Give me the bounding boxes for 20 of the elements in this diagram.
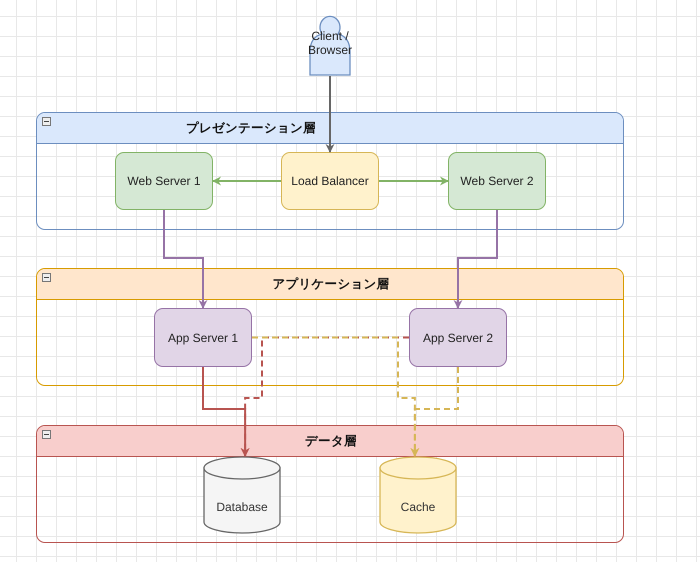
layer-container bbox=[36, 112, 624, 230]
server-box: App Server 1 bbox=[154, 308, 252, 367]
connector-arrow bbox=[379, 176, 449, 186]
node-label: Client / Browser bbox=[306, 29, 353, 57]
layer-title: プレゼンテーション層 bbox=[186, 120, 316, 137]
server-box: Web Server 2 bbox=[448, 152, 546, 210]
connector-arrow bbox=[454, 210, 498, 309]
layer-container bbox=[36, 268, 624, 386]
layer-title: アプリケーション層 bbox=[272, 276, 390, 293]
layer-title: データ層 bbox=[305, 433, 357, 450]
connector-arrow bbox=[212, 176, 281, 186]
connector-arrow bbox=[410, 367, 459, 457]
server-box: Load Balancer bbox=[281, 152, 379, 210]
connector-arrow bbox=[326, 76, 334, 153]
layer-container bbox=[36, 425, 624, 543]
node-label: Database bbox=[215, 500, 269, 514]
server-box: App Server 2 bbox=[409, 308, 507, 367]
connector-arrow bbox=[163, 210, 208, 309]
server-box: Web Server 1 bbox=[115, 152, 213, 210]
node-label: Cache bbox=[400, 500, 436, 514]
